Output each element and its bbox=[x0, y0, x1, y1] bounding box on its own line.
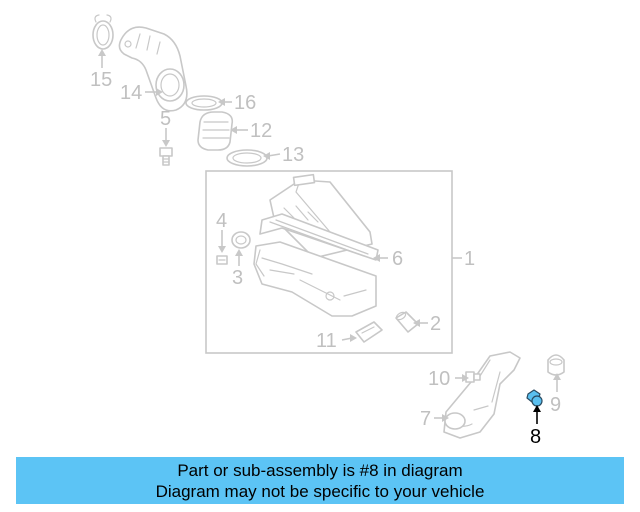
callout-7: 7 bbox=[420, 408, 431, 430]
callout-3: 3 bbox=[232, 267, 243, 289]
part-11-seal bbox=[355, 321, 383, 343]
callout-16: 16 bbox=[234, 92, 256, 114]
callout-2: 2 bbox=[430, 313, 441, 335]
callout-8: 8 bbox=[530, 426, 541, 448]
housing-assembly-box bbox=[205, 170, 453, 354]
callout-5: 5 bbox=[160, 108, 171, 130]
part-16-gasket bbox=[185, 95, 223, 111]
callout-6: 6 bbox=[392, 248, 403, 270]
part-5-bolt bbox=[159, 147, 173, 166]
part-7-intake-duct bbox=[443, 351, 521, 439]
callout-4: 4 bbox=[216, 210, 227, 232]
callout-13: 13 bbox=[282, 144, 304, 166]
callout-11: 11 bbox=[316, 330, 337, 352]
info-banner: Part or sub-assembly is #8 in diagram Di… bbox=[16, 457, 624, 504]
banner-line-disclaimer: Diagram may not be specific to your vehi… bbox=[155, 482, 485, 501]
part-8-clip-highlighted[interactable] bbox=[526, 389, 543, 407]
part-2-connector bbox=[395, 311, 419, 333]
part-12-airflow-tube bbox=[197, 111, 234, 151]
part-15-clamp bbox=[92, 14, 114, 50]
banner-line-part: Part or sub-assembly is #8 in diagram bbox=[177, 461, 463, 480]
part-9-grommet bbox=[547, 354, 565, 376]
part-3-grommet bbox=[231, 231, 251, 249]
leader-lines bbox=[98, 49, 561, 424]
callout-1: 1 bbox=[464, 248, 475, 270]
part-6-filter-element bbox=[259, 213, 379, 261]
parts-diagram: 15 14 16 5 12 13 4 3 6 1 11 2 10 7 9 8 bbox=[90, 14, 565, 448]
part-10-bolt bbox=[465, 371, 481, 383]
part-13-seal-ring bbox=[226, 149, 268, 167]
part-4-clip bbox=[216, 255, 228, 265]
callout-15: 15 bbox=[90, 69, 112, 91]
air-cleaner-lower-case bbox=[253, 241, 377, 317]
part-14-intake-hose bbox=[118, 26, 188, 112]
callout-14: 14 bbox=[120, 82, 142, 104]
callout-9: 9 bbox=[550, 394, 561, 416]
callout-labels: 15 14 16 5 12 13 4 3 6 1 11 2 10 7 9 8 bbox=[90, 69, 561, 448]
callout-12: 12 bbox=[250, 120, 272, 142]
callout-10: 10 bbox=[428, 368, 450, 390]
